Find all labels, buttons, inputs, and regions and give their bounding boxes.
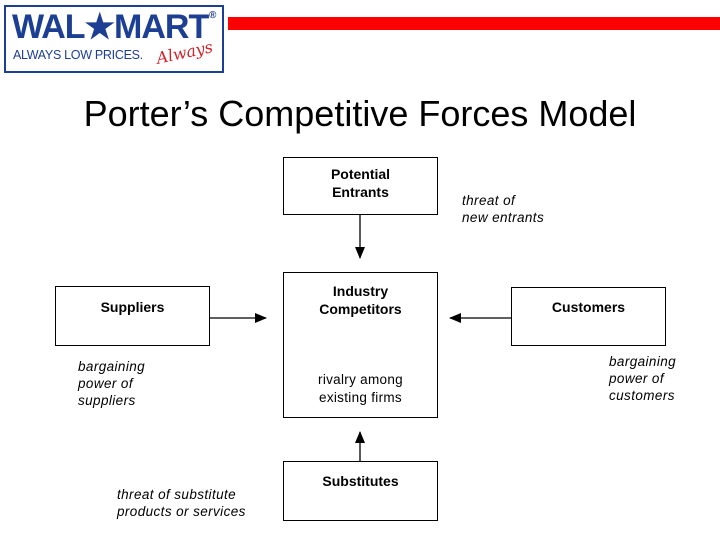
walmart-logo: WAL★MART ® ALWAYS LOW PRICES. Always [4, 5, 224, 73]
industry-competitors-label: Industry Competitors [319, 283, 402, 317]
logo-wordmark: WAL★MART [12, 8, 209, 46]
logo-tagline: ALWAYS LOW PRICES. [13, 48, 143, 62]
suppliers-label: Suppliers [100, 299, 165, 315]
slide-title: Porter’s Competitive Forces Model [83, 93, 637, 134]
note-customer-bargaining-power: bargaining power of customers [609, 354, 677, 403]
substitutes-label: Substitutes [322, 473, 399, 489]
substitutes-box: Substitutes [283, 461, 438, 521]
industry-competitors-box: Industry Competitors rivalry among exist… [283, 272, 438, 418]
note-supplier-bargaining-power: bargaining power of suppliers [78, 359, 146, 408]
industry-rivalry-text: rivalry among existing firms [318, 372, 403, 405]
potential-entrants-label: Potential Entrants [330, 166, 391, 200]
note-threat-substitutes: threat of substitute products or service… [117, 487, 246, 519]
customers-box: Customers [511, 287, 666, 346]
logo-registered-mark: ® [209, 10, 217, 21]
note-threat-new-entrants: threat of new entrants [462, 193, 545, 225]
suppliers-box: Suppliers [55, 286, 210, 346]
header-red-bar [228, 17, 720, 30]
customers-label: Customers [551, 299, 626, 315]
potential-entrants-box: Potential Entrants [283, 157, 438, 215]
